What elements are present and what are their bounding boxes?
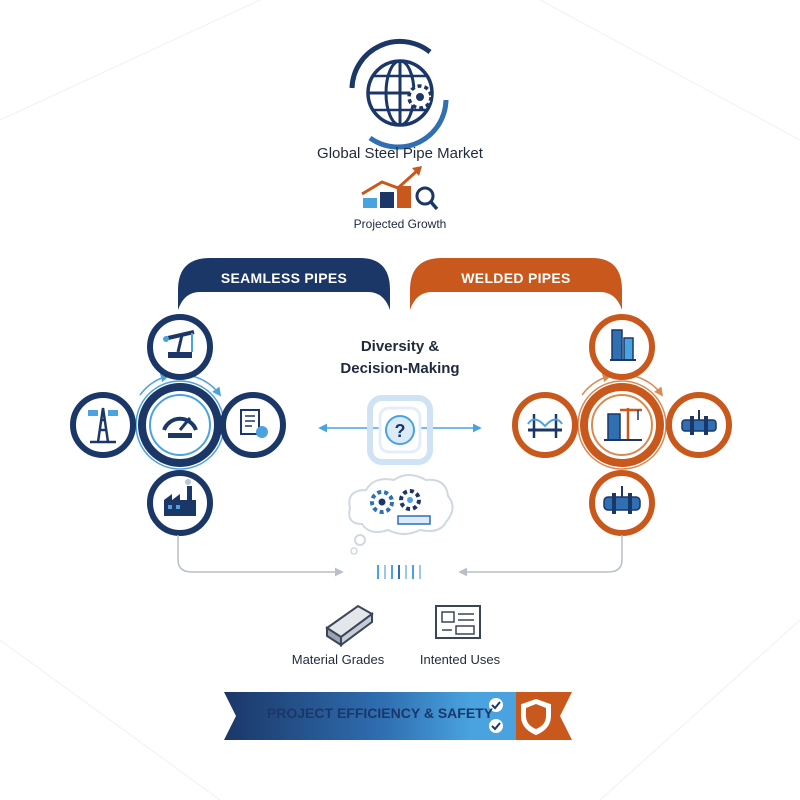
seamless-cluster bbox=[70, 314, 286, 536]
decision-label: Diversity & Decision-Making bbox=[300, 336, 500, 380]
data-bars-icon bbox=[377, 565, 421, 579]
growth-chart-icon bbox=[361, 166, 439, 211]
skyscraper-node bbox=[589, 314, 655, 380]
decision-connector bbox=[318, 395, 482, 465]
page-title: Global Steel Pipe Market bbox=[317, 145, 483, 162]
welded-cluster bbox=[512, 314, 732, 536]
pressure-gauge-node bbox=[138, 383, 222, 467]
decision-label-line2: Decision-Making bbox=[340, 360, 460, 377]
intended-uses-label: Intented Uses bbox=[419, 652, 501, 667]
convergence-lines bbox=[177, 535, 623, 577]
thought-cloud-gears-icon bbox=[348, 474, 454, 555]
documents-node bbox=[220, 392, 286, 458]
welded-banner-shape bbox=[410, 258, 622, 310]
pipeline-node bbox=[666, 392, 732, 458]
decision-label-line1: Diversity & bbox=[360, 338, 440, 355]
question-mark: ? bbox=[395, 421, 406, 441]
checkmarks-icon bbox=[489, 698, 503, 733]
seamless-banner-shape bbox=[178, 258, 390, 310]
steel-bar-icon bbox=[325, 604, 374, 647]
seamless-pipes-label: SEAMLESS PIPES bbox=[220, 270, 348, 286]
oil-derrick-node bbox=[70, 392, 136, 458]
material-grades-label: Material Grades bbox=[291, 652, 385, 667]
factory-node bbox=[147, 470, 213, 536]
construction-crane-node bbox=[580, 383, 664, 467]
footer-label: PROJECT EFFICIENCY & SAFETY bbox=[266, 705, 494, 721]
oil-pumpjack-node bbox=[147, 314, 213, 380]
shield-icon bbox=[521, 698, 551, 736]
bridge-node bbox=[512, 392, 578, 458]
pipe-segment-node bbox=[589, 470, 655, 536]
globe-gear-icon bbox=[349, 38, 449, 150]
growth-label: Projected Growth bbox=[353, 217, 447, 231]
welded-pipes-label: WELDED PIPES bbox=[461, 270, 571, 286]
blueprint-icon bbox=[435, 605, 481, 639]
